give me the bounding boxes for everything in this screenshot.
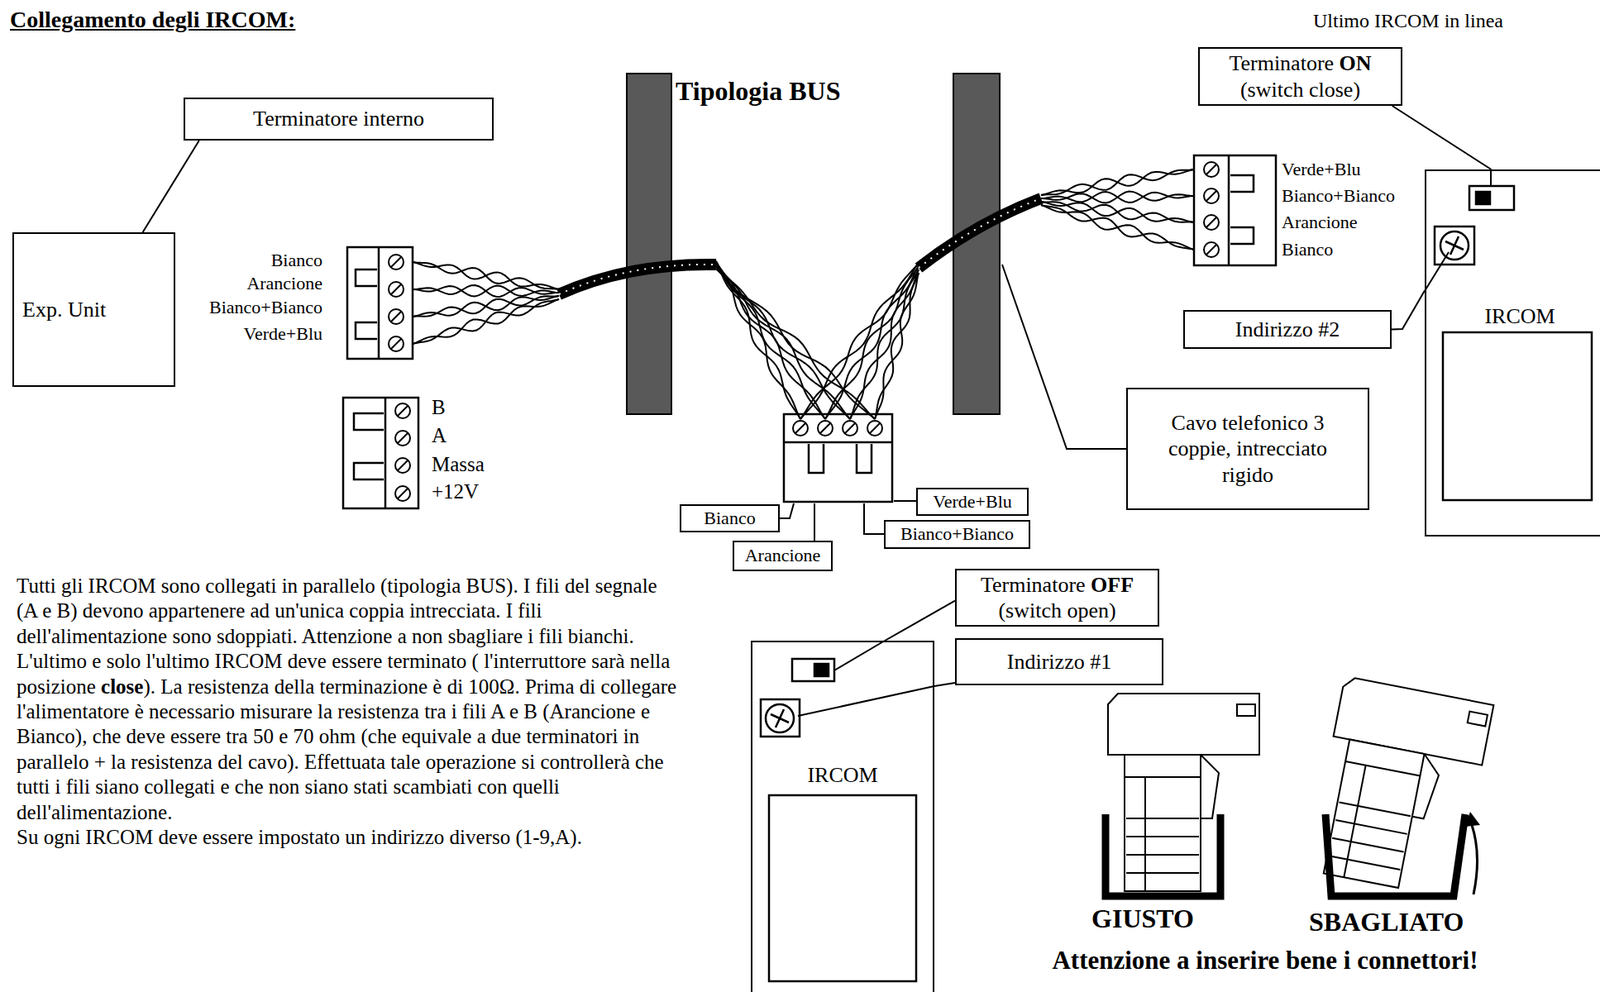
paragraph-block: Tutti gli IRCOM sono collegati in parall… [16, 573, 679, 650]
wire [850, 269, 919, 420]
wire [1041, 191, 1195, 204]
paragraph-block: Su ogni IRCOM deve essere impostato un i… [16, 825, 679, 851]
wire [1041, 169, 1195, 196]
box-text: IRCOM [752, 762, 933, 789]
box-text: Terminatore [980, 573, 1086, 598]
box-text: ON [1339, 51, 1372, 76]
wire [850, 269, 919, 420]
wire [412, 285, 559, 297]
pin-label: Massa [431, 453, 485, 478]
device-housing: IRCOM [1424, 169, 1600, 537]
box-text: Terminatore [1228, 51, 1334, 76]
wire-callout: Verde+Blu [916, 487, 1029, 516]
wire [874, 272, 919, 420]
terminal-block [1194, 155, 1276, 266]
wire-label: Verde+Blu [243, 323, 324, 344]
paragraph-text: Su ogni IRCOM deve essere impostato un i… [16, 826, 583, 849]
box-text: Exp. Unit [22, 296, 106, 323]
callout-box: Indirizzo #1 [955, 638, 1164, 686]
box-text: (switch open) [998, 597, 1116, 624]
wire [412, 286, 559, 297]
callout-box: Cavo telefonico 3 coppie, intrecciato ri… [1126, 387, 1370, 511]
wire-callout: Bianco [679, 504, 780, 533]
cable-bundle [918, 198, 1042, 268]
wire-callout: Arancione [732, 540, 833, 572]
pin-label: +12V [431, 480, 479, 505]
wire-callout: Bianco+Bianco [883, 520, 1031, 550]
junction-terminal-block [783, 414, 893, 502]
callout-box: Indirizzo #2 [1183, 310, 1392, 349]
leader-connector [1392, 105, 1492, 170]
box-text: (switch close) [1240, 76, 1361, 103]
device-box: Exp. Unit [12, 232, 176, 387]
wire [874, 272, 919, 420]
cable-bundle [558, 264, 717, 295]
text-line: TerminatoreOFF [980, 572, 1134, 598]
ircom-parts [760, 186, 1592, 982]
callout-box: TerminatoreON(switch close) [1198, 47, 1403, 106]
wire-label: Bianco [1281, 238, 1333, 260]
box-text: IRCOM [1426, 303, 1600, 330]
pin-label: B [431, 396, 446, 421]
status-label: GIUSTO [1084, 903, 1201, 935]
wire [800, 262, 919, 420]
box-text: Bianco [703, 507, 755, 530]
box-text: Arancione [745, 544, 822, 567]
leader-connector [934, 682, 956, 687]
box-text: Indirizzo #2 [1235, 316, 1340, 343]
device-housing: IRCOM [750, 640, 935, 992]
wire [716, 268, 875, 420]
leader-connector [1391, 291, 1425, 330]
wire [825, 266, 919, 420]
wire [1041, 205, 1195, 250]
wire [412, 299, 559, 344]
box-text: Indirizzo #1 [1007, 649, 1112, 675]
callout-box: Terminatore interno [183, 97, 494, 141]
cable-twist [558, 264, 717, 295]
heading-text: Tipologia BUS [675, 76, 841, 107]
wire-label: Bianco+Bianco [209, 296, 323, 318]
power-terminal-block [343, 397, 419, 509]
callout-box: TerminatoreOFF(switch open) [955, 568, 1160, 627]
warning-text: Attenzione a inserire bene i connettori! [975, 945, 1555, 976]
text-line: TerminatoreON [1228, 50, 1371, 77]
wire-label: Bianco+Bianco [1281, 185, 1395, 206]
leader-connector [884, 601, 956, 641]
pin-label: A [431, 424, 447, 449]
box-text: Bianco+Bianco [900, 523, 1014, 545]
terminal-block [347, 247, 413, 359]
wire-label: Arancione [246, 272, 323, 294]
wire [800, 262, 919, 420]
wire-label: Verde+Blu [1281, 158, 1362, 180]
box-text: Cavo telefonico 3 coppie, intrecciato ri… [1144, 410, 1352, 488]
leader-line [779, 169, 1491, 717]
wall [626, 73, 672, 415]
twisted-wires [412, 169, 1195, 420]
connector-correct [1105, 693, 1260, 897]
status-label: SBAGLIATO [1308, 907, 1458, 938]
box-text: Verde+Blu [932, 491, 1013, 513]
box-text: Terminatore interno [253, 105, 425, 132]
diagram-title: Collegamento degli IRCOM: [9, 6, 296, 34]
wire [1041, 191, 1195, 203]
wire [716, 268, 875, 420]
paragraph-text: Tutti gli IRCOM sono collegati in parall… [16, 574, 658, 648]
wire [825, 266, 919, 420]
connector-wrong [1307, 676, 1494, 900]
box-text: OFF [1090, 573, 1134, 598]
wire [412, 262, 559, 290]
note-paragraph: Tutti gli IRCOM sono collegati in parall… [16, 573, 679, 851]
wire [1041, 205, 1195, 250]
cable-twist [918, 198, 1042, 268]
wire [412, 299, 559, 344]
note-text: Ultimo IRCOM in linea [1313, 9, 1504, 34]
wire-label: Bianco [271, 249, 323, 271]
wire-label: Arancione [1281, 211, 1358, 233]
wire [412, 262, 559, 290]
wire [1041, 169, 1195, 196]
leader-connector [143, 140, 200, 233]
paragraph-block: L'ultimo e solo l'ultimo IRCOM deve esse… [16, 649, 679, 826]
paragraph-text: close [100, 675, 144, 698]
